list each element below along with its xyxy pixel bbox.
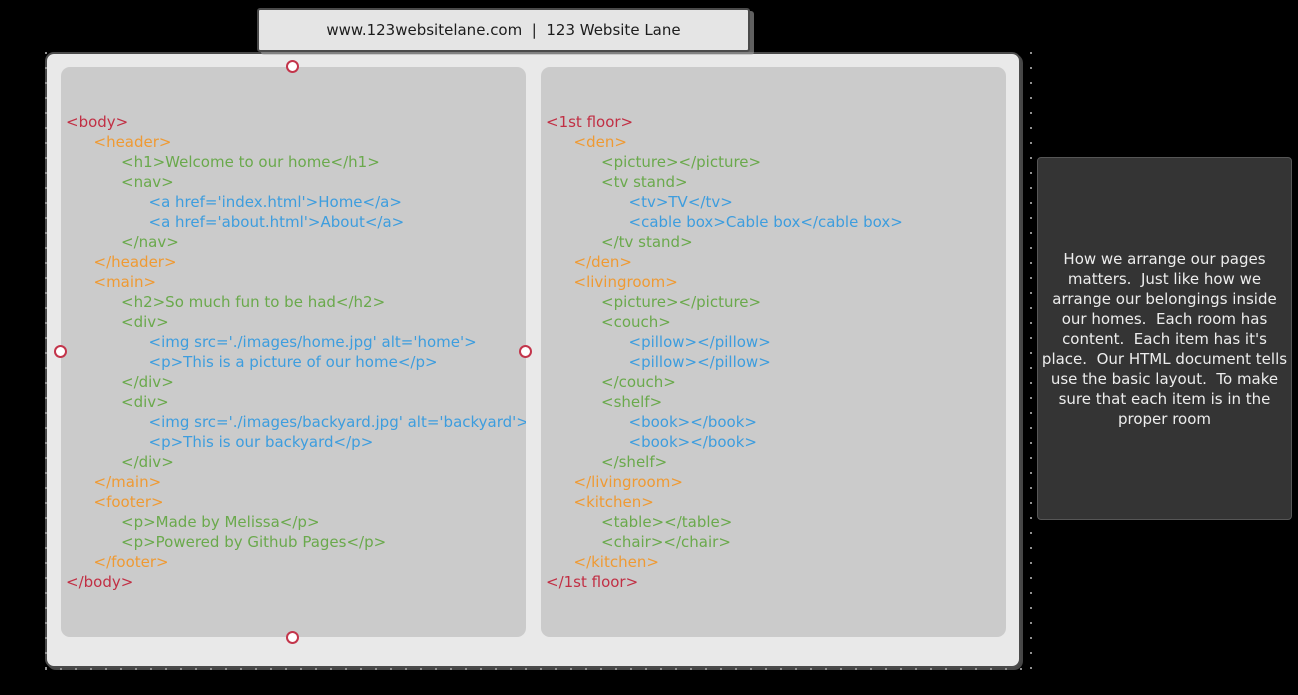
code-line: <shelf> [601, 393, 663, 411]
code-line: </footer> [93, 553, 169, 571]
code-line: <main> [93, 273, 157, 291]
code-line: <h1>Welcome to our home</h1> [121, 153, 380, 171]
code-line: </couch> [601, 373, 676, 391]
floorplan-code-panel[interactable]: <1st floor> <den> <picture></picture> <tv s… [541, 67, 1006, 637]
code-line: <img src='./images/home.jpg' alt='home'> [148, 333, 477, 351]
code-line: <div> [121, 393, 169, 411]
address-bar-text: www.123websitelane.com | 123 Website Lan… [326, 21, 681, 39]
selection-handle-left[interactable] [54, 345, 67, 358]
canvas-boundary-dots-right [1030, 52, 1032, 670]
code-line: <kitchen> [573, 493, 654, 511]
code-line: <a href='index.html'>Home</a> [148, 193, 402, 211]
code-line: </kitchen> [573, 553, 659, 571]
code-line: <picture></picture> [601, 153, 762, 171]
selection-handle-bottom[interactable] [286, 631, 299, 644]
page-frame[interactable]: <body> <header> <h1>Welcome to our home</h… [45, 52, 1021, 668]
code-line: <couch> [601, 313, 671, 331]
code-line: <header> [93, 133, 172, 151]
code-line: </1st floor> [546, 573, 639, 591]
code-line: <pillow></pillow> [628, 353, 771, 371]
code-line: </body> [66, 573, 134, 591]
code-line: <den> [573, 133, 627, 151]
code-line: <a href='about.html'>About</a> [148, 213, 405, 231]
html-code-panel[interactable]: <body> <header> <h1>Welcome to our home</h… [61, 67, 526, 637]
code-line: <book></book> [628, 413, 757, 431]
code-line: <table></table> [601, 513, 733, 531]
code-line: <p>This is our backyard</p> [148, 433, 374, 451]
code-line: </shelf> [601, 453, 668, 471]
code-line: </livingroom> [573, 473, 683, 491]
code-line: </div> [121, 453, 174, 471]
code-line: <tv stand> [601, 173, 688, 191]
address-bar[interactable]: www.123websitelane.com | 123 Website Lan… [257, 8, 750, 52]
code-line: </header> [93, 253, 177, 271]
code-line: <p>Powered by Github Pages</p> [121, 533, 387, 551]
code-line: <body> [66, 113, 129, 131]
note-text: How we arrange our pages matters. Just l… [1041, 249, 1292, 428]
code-line: </main> [93, 473, 162, 491]
canvas-boundary-dots-left [45, 52, 47, 670]
code-line: <p>Made by Melissa</p> [121, 513, 320, 531]
canvas-boundary-dots-bottom [45, 668, 1031, 670]
code-line: </div> [121, 373, 174, 391]
code-line: <picture></picture> [601, 293, 762, 311]
code-line: <book></book> [628, 433, 757, 451]
code-line: <footer> [93, 493, 164, 511]
code-line: <h2>So much fun to be had</h2> [121, 293, 386, 311]
code-line: <tv>TV</tv> [628, 193, 733, 211]
note-box[interactable]: How we arrange our pages matters. Just l… [1037, 157, 1292, 520]
selection-handle-top[interactable] [286, 60, 299, 73]
code-line: <chair></chair> [601, 533, 731, 551]
code-line: </nav> [121, 233, 179, 251]
code-line: </tv stand> [601, 233, 693, 251]
code-line: </den> [573, 253, 632, 271]
code-line: <div> [121, 313, 169, 331]
code-line: <1st floor> [546, 113, 634, 131]
code-line: <img src='./images/backyard.jpg' alt='ba… [148, 413, 527, 431]
selection-handle-right[interactable] [519, 345, 532, 358]
code-line: <cable box>Cable box</cable box> [628, 213, 903, 231]
code-line: <nav> [121, 173, 174, 191]
code-line: <pillow></pillow> [628, 333, 771, 351]
code-line: <livingroom> [573, 273, 678, 291]
code-line: <p>This is a picture of our home</p> [148, 353, 438, 371]
